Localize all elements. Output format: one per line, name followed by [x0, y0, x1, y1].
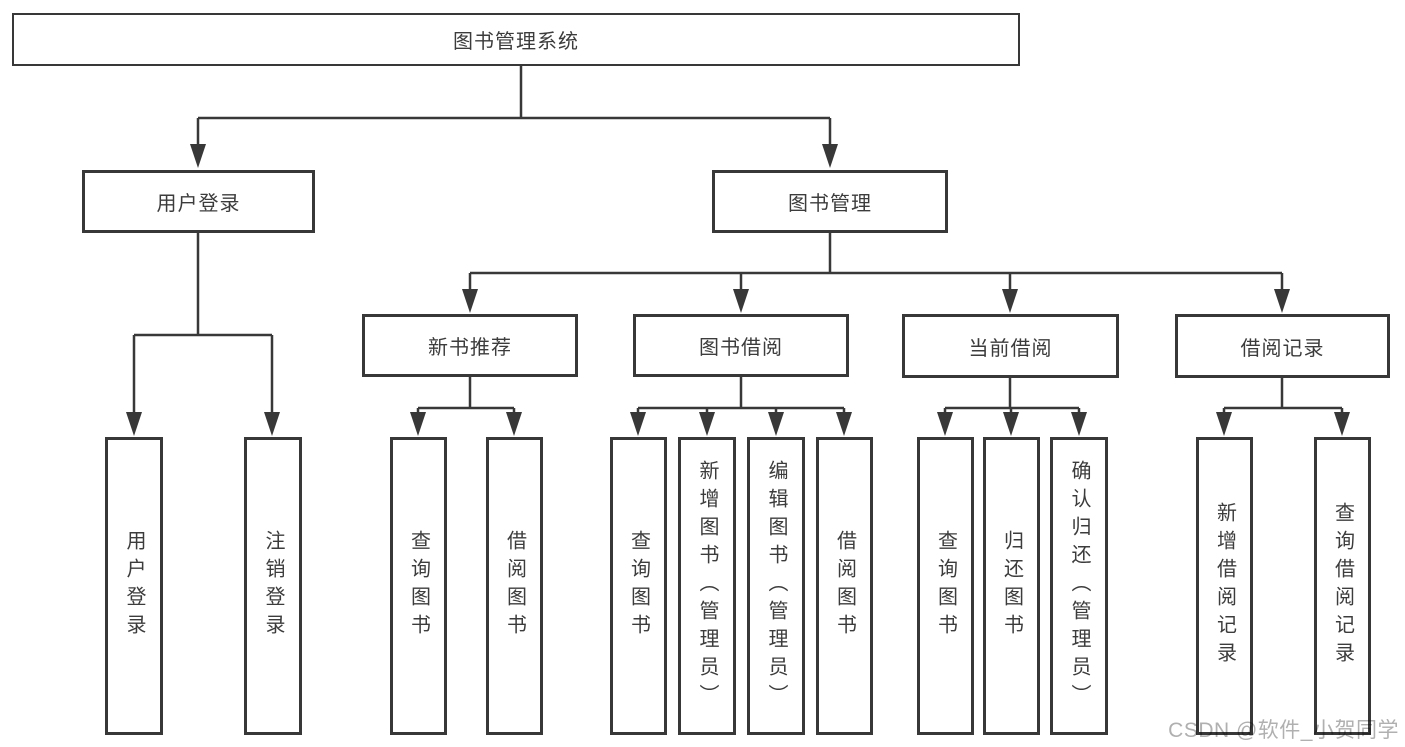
connector-current-to-leaves — [943, 377, 1081, 414]
arrow-leaf-edit-books — [768, 412, 784, 436]
arrow-leaf-add-books — [699, 412, 715, 436]
leaf-label-add-borrow-record: 新增借阅记录 — [1213, 502, 1236, 670]
arrow-leaf-confirm-return — [1071, 412, 1087, 436]
arrow-current — [1002, 289, 1018, 313]
arrow-leaf-return-books — [1003, 412, 1019, 436]
connector-borrow-to-leaves — [636, 377, 846, 414]
leaf-label-add-books-admin: 新增图书（管理员） — [696, 460, 718, 712]
leaf-box-logout: 注销登录 — [244, 437, 302, 735]
leaf-label-query-borrow-record: 查询借阅记录 — [1331, 502, 1354, 670]
arrow-leaf-query-books-2 — [630, 412, 646, 436]
leaf-label-borrow-books-2: 借阅图书 — [833, 530, 856, 642]
leaf-label-confirm-return-admin: 确认归还（管理员） — [1068, 460, 1090, 712]
csdn-watermark: CSDN @软件_小贺同学 — [1168, 719, 1399, 742]
arrow-leaf-borrow-books-1 — [506, 412, 522, 436]
leaf-box-confirm-return-admin: 确认归还（管理员） — [1050, 437, 1108, 735]
connector-root-to-level2 — [196, 66, 832, 146]
arrow-book-mgmt — [822, 144, 838, 168]
leaf-box-borrow-books-2: 借阅图书 — [816, 437, 873, 735]
level3-label-records: 借阅记录 — [1240, 337, 1325, 360]
level3-label-borrow: 图书借阅 — [699, 337, 783, 359]
arrow-leaf-query-books-1 — [410, 412, 426, 436]
arrow-leaf-borrow-books-2 — [836, 412, 852, 436]
leaf-label-return-books: 归还图书 — [1000, 530, 1023, 642]
level2-box-book-mgmt: 图书管理 — [712, 170, 948, 233]
level3-box-new-books: 新书推荐 — [362, 314, 578, 377]
level2-label-book-mgmt: 图书管理 — [788, 193, 872, 215]
level3-box-borrow: 图书借阅 — [633, 314, 849, 377]
leaf-label-query-books-2: 查询图书 — [627, 530, 650, 642]
leaf-box-edit-books-admin: 编辑图书（管理员） — [747, 437, 805, 735]
connector-records-to-leaves — [1222, 377, 1344, 414]
arrow-new-books — [462, 289, 478, 313]
leaf-box-user-login: 用户登录 — [105, 437, 163, 735]
leaf-box-add-books-admin: 新增图书（管理员） — [678, 437, 736, 735]
arrow-records — [1274, 289, 1290, 313]
connector-book-mgmt-to-level3 — [468, 233, 1284, 292]
level3-box-records: 借阅记录 — [1175, 314, 1390, 378]
leaf-label-logout: 注销登录 — [262, 530, 284, 642]
arrow-leaf-query-books-3 — [937, 412, 953, 436]
arrow-leaf-logout — [264, 412, 280, 436]
root-box: 图书管理系统 — [12, 13, 1020, 66]
leaf-box-borrow-books-1: 借阅图书 — [486, 437, 543, 735]
connector-user-login-to-leaves — [132, 233, 274, 414]
leaf-box-add-borrow-record: 新增借阅记录 — [1196, 437, 1253, 735]
arrowheads — [126, 144, 1350, 436]
level2-box-user-login: 用户登录 — [82, 170, 315, 233]
leaf-box-query-books-2: 查询图书 — [610, 437, 667, 735]
leaf-box-query-books-3: 查询图书 — [917, 437, 974, 735]
arrow-leaf-user-login — [126, 412, 142, 436]
level3-box-current: 当前借阅 — [902, 314, 1119, 378]
leaf-box-query-books-1: 查询图书 — [390, 437, 447, 735]
arrow-leaf-query-record — [1334, 412, 1350, 436]
leaf-label-user-login: 用户登录 — [123, 530, 145, 642]
leaf-box-query-borrow-record: 查询借阅记录 — [1314, 437, 1371, 735]
arrow-user-login — [190, 144, 206, 168]
root-label: 图书管理系统 — [453, 31, 579, 53]
leaf-box-return-books: 归还图书 — [983, 437, 1040, 735]
level3-label-new-books: 新书推荐 — [428, 337, 512, 359]
level2-label-user-login: 用户登录 — [156, 193, 241, 215]
arrow-leaf-add-record — [1216, 412, 1232, 436]
leaf-label-query-books-3: 查询图书 — [934, 530, 957, 642]
leaf-label-query-books-1: 查询图书 — [407, 530, 430, 642]
arrow-borrow — [733, 289, 749, 313]
connector-new-books-to-leaves — [416, 377, 516, 414]
leaf-label-edit-books-admin: 编辑图书（管理员） — [765, 460, 787, 712]
level3-label-current: 当前借阅 — [968, 337, 1053, 360]
leaf-label-borrow-books-1: 借阅图书 — [503, 530, 526, 642]
